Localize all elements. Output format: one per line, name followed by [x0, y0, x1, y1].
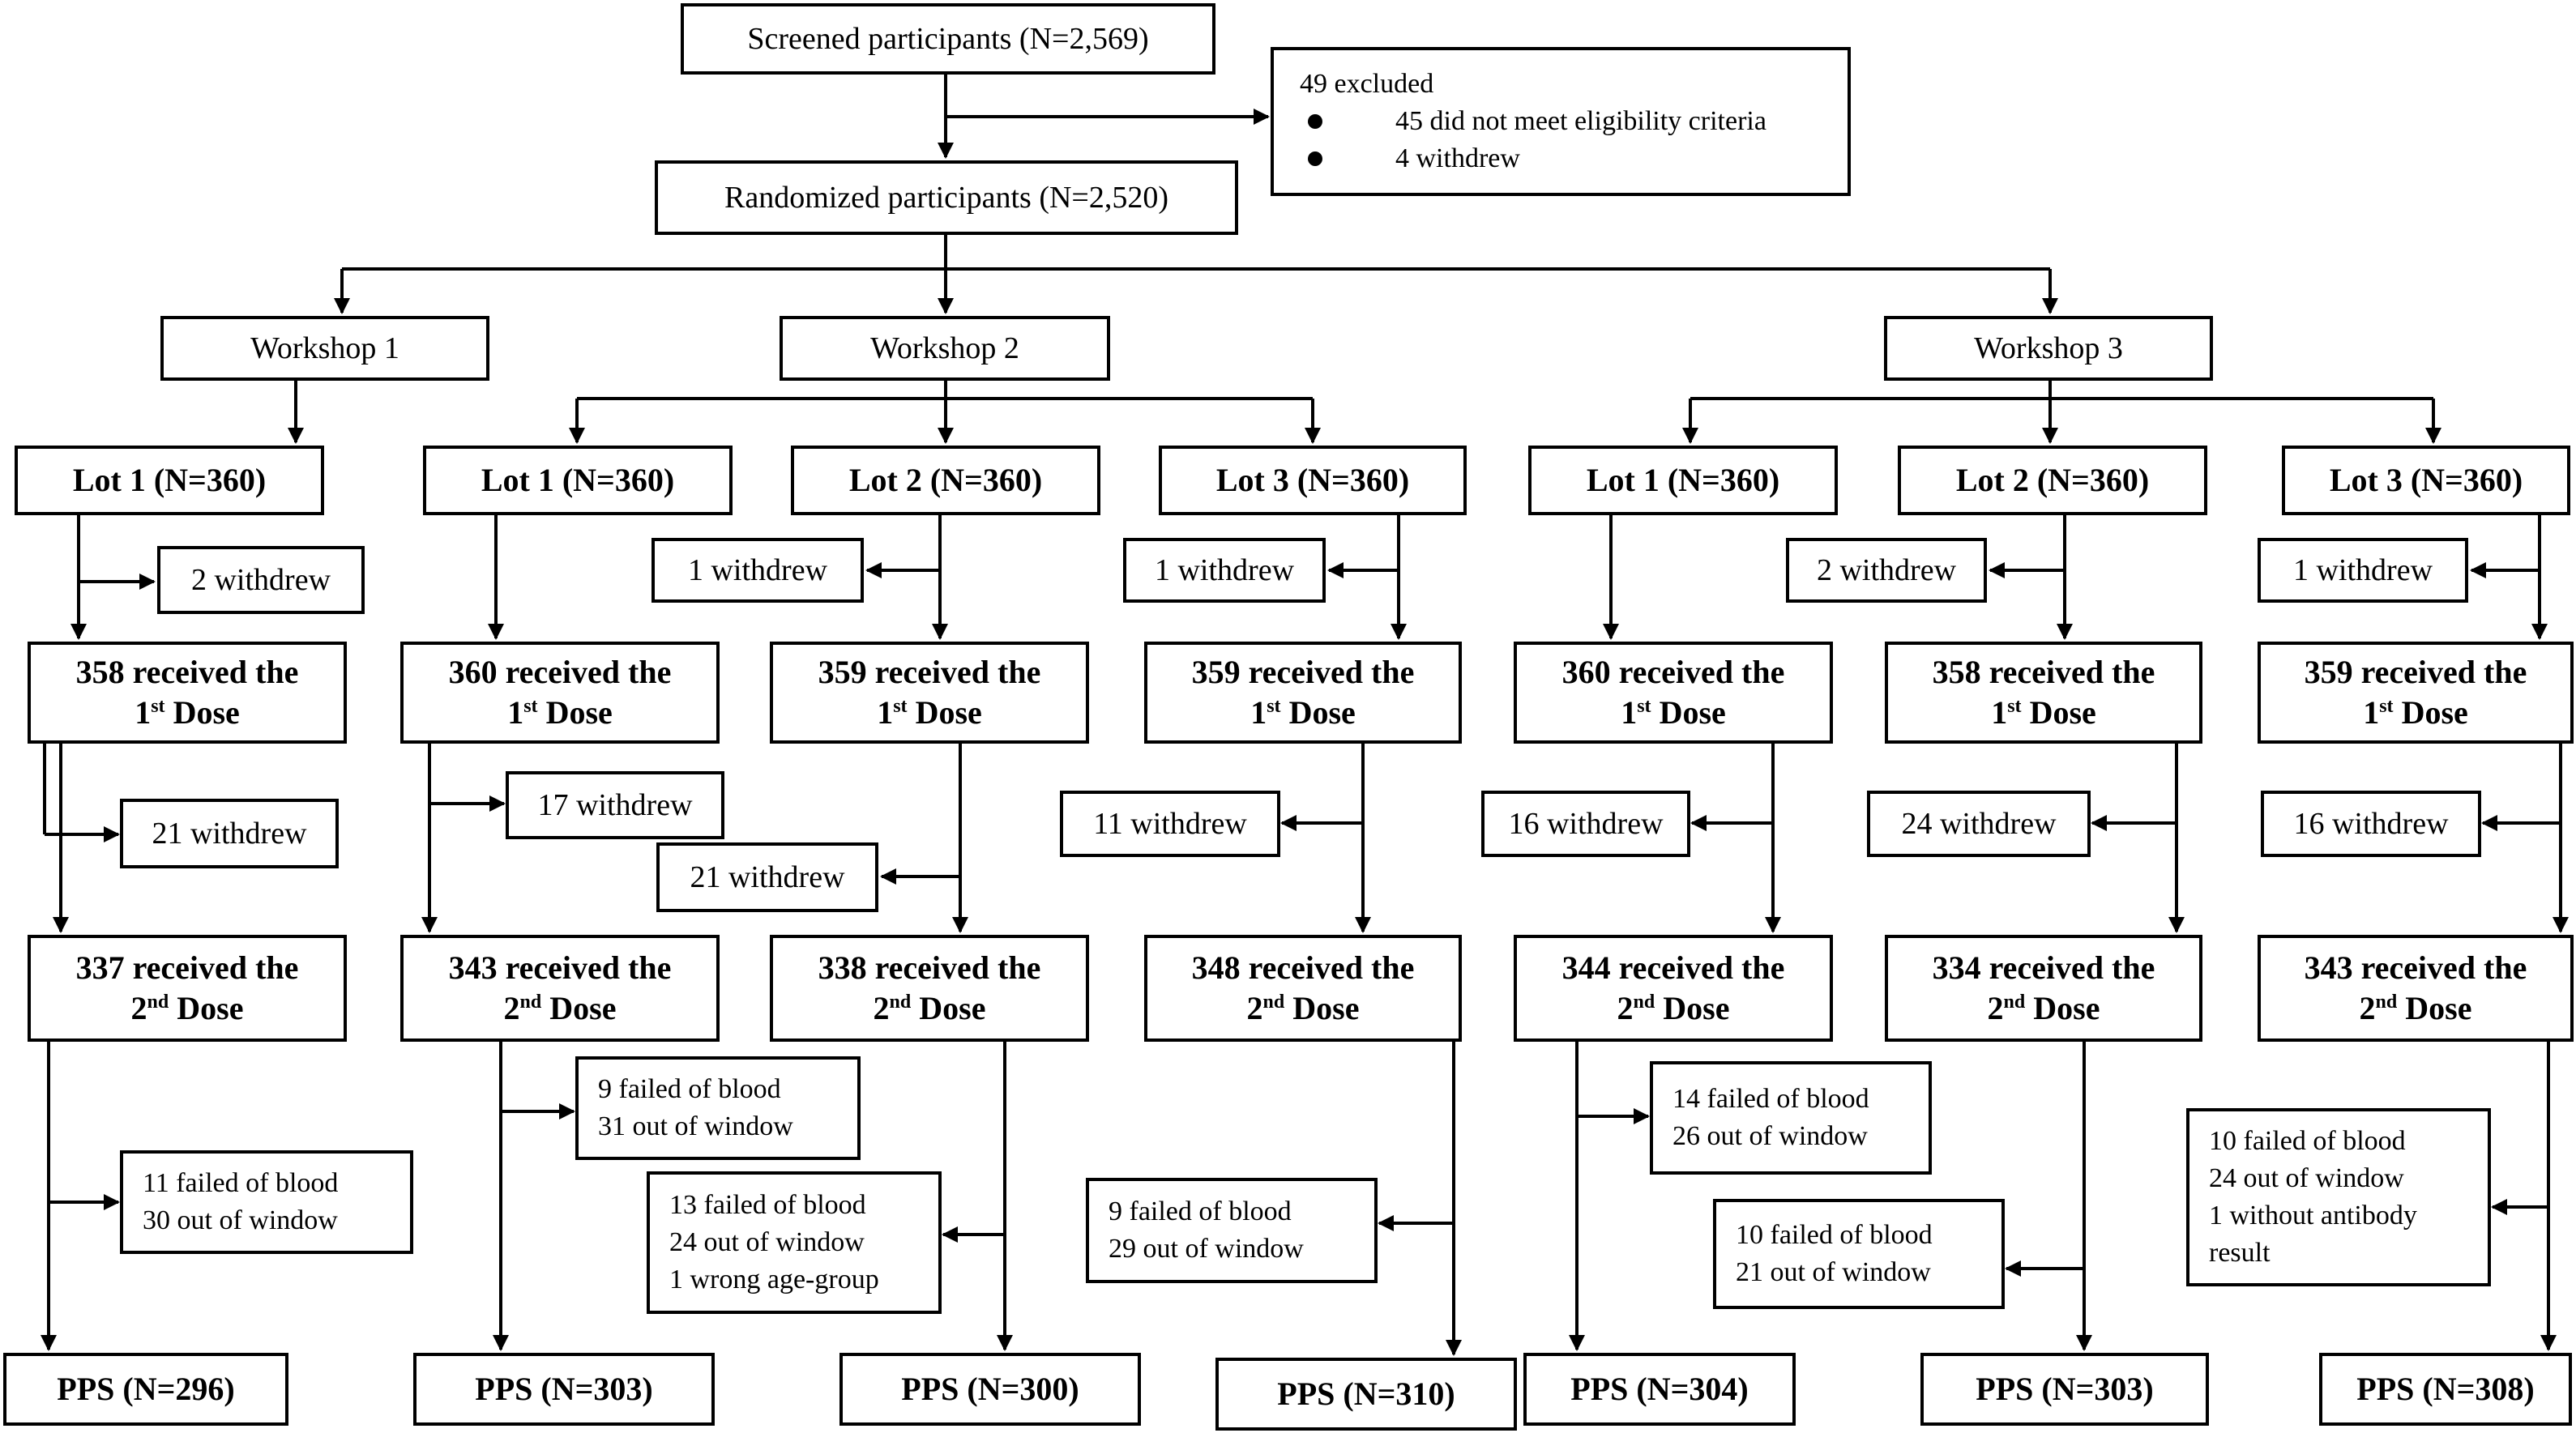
- withdrew-box: 1 withdrew: [1123, 538, 1326, 603]
- exclusion-box: 10 failed of blood 21 out of window: [1713, 1199, 2005, 1309]
- workshop-1-box: Workshop 1: [160, 316, 489, 381]
- first-dose-box: 359 received the 1st Dose: [2258, 642, 2574, 744]
- second-dose-box: 343 received the 2nd Dose: [400, 935, 720, 1042]
- lot-box: Lot 2 (N=360): [1898, 446, 2207, 515]
- workshop-label: Workshop 3: [1974, 331, 2123, 365]
- pps-box: PPS (N=304): [1523, 1353, 1796, 1426]
- second-dose-box: 348 received the 2nd Dose: [1144, 935, 1462, 1042]
- withdrew-box: 2 withdrew: [1786, 538, 1987, 603]
- withdrew-box: 21 withdrew: [656, 842, 878, 912]
- first-dose-box: 360 received the 1st Dose: [400, 642, 720, 744]
- workshop-3-box: Workshop 3: [1884, 316, 2213, 381]
- lot-box: Lot 1 (N=360): [15, 446, 324, 515]
- lot-box: Lot 1 (N=360): [423, 446, 733, 515]
- bullet-icon: [1308, 114, 1322, 129]
- pps-box: PPS (N=296): [3, 1353, 288, 1426]
- pps-box: PPS (N=308): [2319, 1353, 2572, 1426]
- screened-box: Screened participants (N=2,569): [681, 3, 1215, 75]
- exclusion-box: 13 failed of blood 24 out of window 1 wr…: [647, 1171, 942, 1314]
- withdrew-box: 1 withdrew: [2258, 538, 2468, 603]
- lot-box: Lot 2 (N=360): [791, 446, 1100, 515]
- lot-box: Lot 3 (N=360): [2282, 446, 2570, 515]
- exclusion-box: 14 failed of blood 26 out of window: [1650, 1061, 1932, 1175]
- withdrew-box: 16 withdrew: [2261, 791, 2481, 857]
- second-dose-box: 343 received the 2nd Dose: [2258, 935, 2574, 1042]
- second-dose-box: 344 received the 2nd Dose: [1514, 935, 1833, 1042]
- second-dose-box: 337 received the 2nd Dose: [28, 935, 347, 1042]
- first-dose-box: 359 received the 1st Dose: [770, 642, 1089, 744]
- withdrew-box: 17 withdrew: [506, 771, 724, 839]
- lot-box: Lot 3 (N=360): [1159, 446, 1467, 515]
- pps-box: PPS (N=303): [413, 1353, 715, 1426]
- excluded-title: 49 excluded: [1300, 69, 1434, 99]
- pps-box: PPS (N=303): [1920, 1353, 2209, 1426]
- first-dose-box: 358 received the 1st Dose: [1885, 642, 2202, 744]
- workshop-label: Workshop 2: [870, 331, 1019, 365]
- bullet-icon: [1308, 151, 1322, 166]
- excluded-item: 4 withdrew: [1300, 140, 1520, 177]
- second-dose-box: 338 received the 2nd Dose: [770, 935, 1089, 1042]
- pps-box: PPS (N=310): [1215, 1358, 1517, 1431]
- screened-label: Screened participants (N=2,569): [747, 22, 1149, 56]
- lot-box: Lot 1 (N=360): [1528, 446, 1838, 515]
- first-dose-box: 359 received the 1st Dose: [1144, 642, 1462, 744]
- exclusion-box: 10 failed of blood 24 out of window 1 wi…: [2186, 1108, 2491, 1286]
- first-dose-box: 360 received the 1st Dose: [1514, 642, 1833, 744]
- withdrew-box: 16 withdrew: [1481, 791, 1690, 857]
- withdrew-box: 11 withdrew: [1060, 791, 1280, 857]
- randomized-label: Randomized participants (N=2,520): [724, 181, 1168, 215]
- randomized-box: Randomized participants (N=2,520): [655, 160, 1238, 235]
- exclusion-box: 9 failed of blood 31 out of window: [575, 1056, 861, 1160]
- exclusion-box: 11 failed of blood 30 out of window: [120, 1150, 413, 1254]
- workshop-label: Workshop 1: [250, 331, 399, 365]
- workshop-2-box: Workshop 2: [780, 316, 1110, 381]
- exclusion-box: 9 failed of blood 29 out of window: [1086, 1178, 1378, 1283]
- first-dose-box: 358 received the 1st Dose: [28, 642, 347, 744]
- withdrew-box: 1 withdrew: [651, 538, 864, 603]
- excluded-item: 45 did not meet eligibility criteria: [1300, 103, 1766, 140]
- withdrew-box: 2 withdrew: [157, 546, 365, 614]
- pps-box: PPS (N=300): [839, 1353, 1141, 1426]
- withdrew-box: 24 withdrew: [1867, 791, 2091, 857]
- withdrew-box: 21 withdrew: [120, 799, 339, 868]
- excluded-box: 49 excluded 45 did not meet eligibility …: [1271, 47, 1851, 196]
- second-dose-box: 334 received the 2nd Dose: [1885, 935, 2202, 1042]
